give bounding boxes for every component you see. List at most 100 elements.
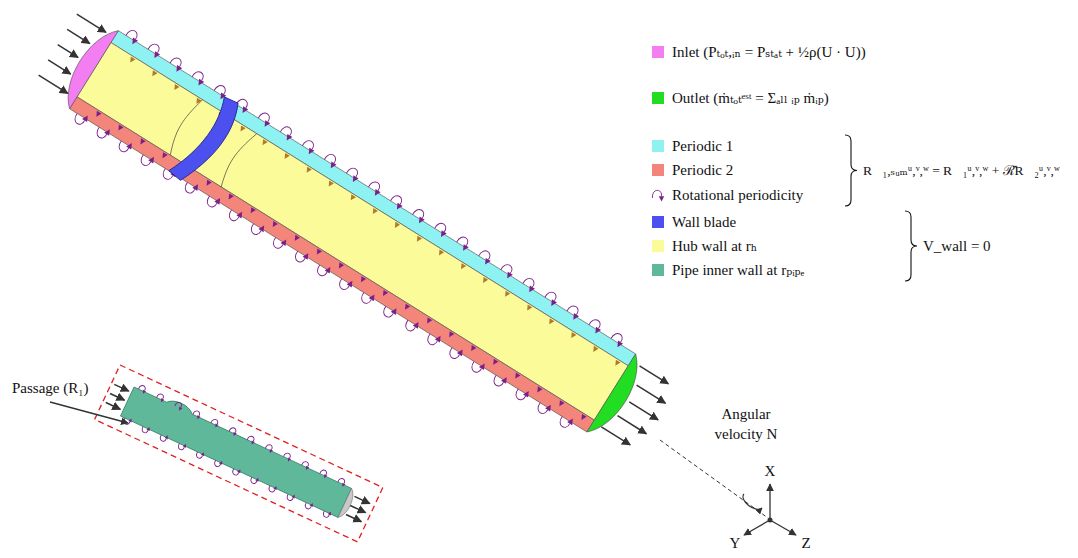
outlet-arrow — [637, 385, 666, 403]
periodicity-curl — [320, 469, 328, 476]
legend-swatch — [652, 216, 664, 228]
periodicity-curl — [175, 401, 183, 408]
periodicity-mark — [326, 181, 333, 188]
periodicity-curl — [286, 494, 294, 501]
periodicity-head — [152, 51, 160, 59]
periodicity-mark — [292, 235, 299, 242]
periodicity-curl — [213, 460, 221, 467]
periodicity-mark — [447, 331, 454, 338]
periodicity-mark — [315, 249, 322, 256]
periodicity-curl — [611, 331, 624, 344]
passage-outlet-arrow — [346, 515, 361, 522]
inlet-face — [56, 22, 119, 109]
periodicity-head — [347, 279, 355, 287]
blade — [168, 91, 245, 189]
passage-inlet-arrow — [106, 403, 121, 410]
periodicity-head — [128, 418, 133, 423]
inlet-arrow — [39, 75, 68, 93]
periodicity-mark — [370, 208, 377, 215]
legend-label: Outlet (ṁₜₒₜᵉˢᵗ = Σₐₗₗ ᵢₚ ṁᵢₚ) — [672, 88, 829, 108]
periodicity-head — [659, 196, 664, 201]
periodicity-curl — [435, 221, 448, 234]
periodicity-head — [192, 183, 200, 191]
periodicity-mark — [513, 373, 520, 380]
periodicity-curl — [280, 125, 293, 138]
periodicity-head — [310, 502, 315, 507]
legend-label: Inlet (Pₜₒₜ,ᵢₙ = Pₛₜₐₜ + ½ρ(U · U)) — [672, 42, 866, 62]
periodicity-curl — [232, 469, 240, 476]
axis-label: Y — [730, 533, 741, 553]
periodic-2-face — [70, 97, 595, 432]
axis-y — [744, 520, 770, 535]
passage-inset — [95, 365, 383, 542]
legend-label: Periodic 1 — [672, 136, 733, 156]
inlet-arrow — [77, 14, 106, 32]
periodicity-mark — [238, 125, 245, 132]
periodicity-head — [262, 120, 270, 128]
periodicity-head — [165, 435, 170, 440]
periodicity-head — [268, 449, 273, 454]
legend-swatch — [652, 140, 664, 152]
periodicity-head — [438, 230, 446, 238]
periodicity-head — [303, 252, 311, 260]
outlet-arrow — [601, 427, 630, 445]
periodicity-curl — [211, 418, 219, 425]
periodicity-curl — [368, 180, 381, 193]
legend-swatch — [652, 46, 664, 58]
periodicity-head — [391, 307, 399, 315]
periodicity-head — [219, 460, 224, 465]
periodicity-head — [483, 258, 491, 266]
periodicity-mark — [226, 193, 233, 200]
periodicity-mark — [569, 332, 576, 339]
periodicity-mark — [94, 111, 101, 118]
periodicity-head — [286, 457, 291, 462]
periodicity-head — [236, 210, 244, 218]
periodicity-mark — [138, 138, 145, 145]
periodicity-head — [82, 114, 90, 122]
legend-swatch — [652, 164, 664, 176]
periodicity-mark — [425, 317, 432, 324]
periodicity-curl — [523, 276, 536, 289]
periodicity-head — [130, 37, 138, 45]
periodicity-head — [413, 320, 421, 328]
periodicity-head — [304, 466, 309, 471]
periodicity-head — [325, 265, 333, 273]
periodicity-curl — [545, 290, 558, 303]
periodicity-head — [273, 485, 278, 490]
periodicity-curl — [457, 235, 470, 248]
periodicity-curl — [283, 452, 291, 459]
legend-label: Pipe inner wall at rₚᵢₚₑ — [672, 260, 804, 280]
inset-frame — [95, 365, 383, 542]
outlet-arrow — [629, 402, 658, 420]
axis-label: Z — [801, 533, 810, 553]
axis-label: X — [765, 461, 776, 481]
periodicity-mark — [348, 194, 355, 201]
passage-inlet-arrow — [110, 393, 125, 400]
periodicity-head — [174, 65, 182, 73]
legend-swatch — [652, 240, 664, 252]
periodicity-head — [196, 415, 201, 420]
passage-inlet-arrow — [114, 384, 129, 391]
hub-wall-face — [77, 43, 628, 421]
inlet-arrow — [67, 29, 90, 43]
periodicity-head — [593, 327, 601, 335]
periodicity-curl — [567, 304, 580, 317]
periodicity-head — [505, 272, 513, 280]
periodicity-mark — [381, 290, 388, 297]
periodicity-head — [201, 452, 206, 457]
periodicity-mark — [547, 318, 554, 325]
periodicity-curl — [195, 452, 203, 459]
periodicity-head — [341, 483, 346, 488]
periodicity-curl — [157, 393, 165, 400]
periodicity-curl — [170, 56, 183, 69]
periodicity-head — [281, 238, 289, 246]
periodicity-mark — [525, 305, 532, 312]
periodicity-head — [372, 189, 380, 197]
legend-symbol — [649, 183, 667, 207]
passage-leader — [50, 402, 128, 423]
periodicity-mark — [128, 57, 135, 64]
periodicity-head — [178, 407, 183, 412]
periodicity-curl — [302, 138, 315, 151]
periodicity-head — [615, 341, 623, 349]
